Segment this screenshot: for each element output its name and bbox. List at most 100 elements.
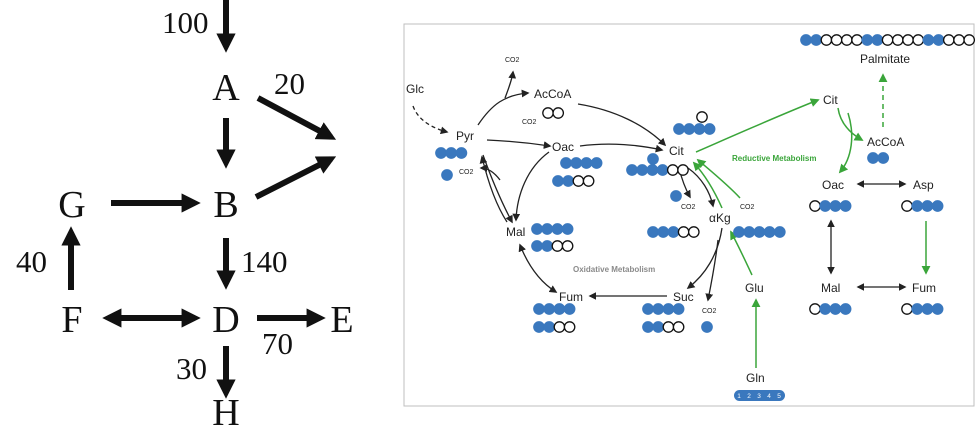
arrow-akg-suc	[686, 227, 723, 289]
isotope-row-cit-co2	[670, 190, 682, 202]
co2-label-suc: CO2	[702, 308, 717, 315]
arrow-pyr-oac	[486, 139, 552, 149]
labeled-carbon	[647, 226, 659, 238]
co2-label-cit-a: CO2	[681, 204, 696, 211]
unlabeled-carbon	[662, 321, 675, 333]
unlabeled-carbon	[902, 34, 914, 46]
labeled-carbon	[590, 157, 603, 169]
labeled-carbon	[763, 226, 776, 238]
unlabeled-carbon	[840, 34, 853, 46]
labeled-carbon	[877, 152, 890, 164]
labeled-carbon	[531, 240, 543, 252]
unlabeled-carbon	[572, 175, 585, 187]
isotope-labels	[435, 34, 976, 333]
isotope-row-accoa-right	[867, 152, 890, 164]
labeled-carbon	[693, 123, 706, 135]
arrow-cit-oac	[838, 112, 853, 174]
unlabeled-carbon	[953, 34, 965, 46]
co2-label-pyr: CO2	[459, 169, 474, 176]
labeled-carbon	[543, 321, 556, 333]
arrow-pyr-accoa	[477, 89, 530, 126]
pathway-panel: Glc Pyr AcCoA Oac Cit αKg Mal Fum Suc Gl…	[403, 23, 976, 407]
label-mal-left: Mal	[506, 225, 525, 239]
labeled-carbon	[646, 164, 659, 176]
labeled-carbon	[921, 200, 934, 212]
labeled-carbon	[455, 147, 468, 159]
gln-carbon-1: 1	[737, 393, 741, 400]
isotope-row-fum-right	[901, 303, 944, 315]
unlabeled-carbon	[901, 200, 913, 212]
unlabeled-carbon	[809, 200, 821, 212]
unlabeled-carbon	[912, 34, 925, 46]
flux-label-d-e: 70	[262, 326, 293, 361]
label-oac-left: Oac	[552, 140, 574, 154]
labeled-carbon	[683, 123, 696, 135]
isotope-row-akg-right	[733, 226, 786, 238]
arrow-cit-akg	[687, 167, 716, 208]
arrow-b-out	[254, 156, 337, 200]
labeled-carbon	[829, 303, 842, 315]
isotope-row-suc-a	[642, 303, 685, 315]
arrow-pyr-co2top	[504, 70, 517, 99]
label-palmitate: Palmitate	[860, 52, 910, 66]
unlabeled-carbon	[552, 107, 565, 119]
isotope-row-oac-right	[809, 200, 852, 212]
labeled-carbon	[647, 153, 659, 165]
gln-carbon-3: 3	[757, 393, 761, 400]
labeled-carbon	[911, 200, 924, 212]
node-d: D	[212, 299, 239, 341]
isotope-row-mal-left-b	[531, 240, 574, 252]
labeled-carbon	[580, 157, 593, 169]
labeled-carbon	[642, 303, 654, 315]
labeled-carbon	[563, 303, 576, 315]
labeled-carbon	[552, 175, 564, 187]
labeled-carbon	[541, 223, 554, 235]
unlabeled-carbon	[963, 34, 976, 46]
gln-carbon-2: 2	[747, 393, 751, 400]
label-gln: Gln	[746, 371, 765, 385]
arrow-glc-pyr	[412, 105, 449, 135]
labeled-carbon	[531, 223, 543, 235]
label-fum-right: Fum	[912, 281, 936, 295]
unlabeled-carbon	[553, 321, 566, 333]
node-a: A	[212, 67, 240, 109]
labeled-carbon	[667, 226, 680, 238]
arrow-co2-cit-rev	[696, 158, 741, 199]
unlabeled-carbon	[666, 164, 679, 176]
labeled-carbon	[733, 226, 745, 238]
gln-carbon-bar: 1 2 3 4 5	[734, 390, 785, 401]
labeled-carbon	[652, 321, 665, 333]
isotope-row-oac-left-a	[560, 157, 603, 169]
label-akg: αKg	[709, 211, 731, 225]
unlabeled-carbon	[942, 34, 955, 46]
labeled-carbon	[871, 34, 884, 46]
labeled-carbon	[703, 123, 716, 135]
unlabeled-carbon	[551, 240, 564, 252]
node-f: F	[61, 299, 82, 341]
flux-label-d: 140	[241, 244, 288, 279]
arrow-oac-cit	[579, 143, 664, 153]
isotope-row-mal-left-a	[531, 223, 574, 235]
labeled-carbon	[673, 123, 685, 135]
unlabeled-carbon	[687, 226, 700, 238]
flux-network: A B G D F E H 100 20 140 40 70 30	[16, 0, 354, 430]
labeled-carbon	[922, 34, 935, 46]
unlabeled-carbon	[696, 111, 708, 123]
unlabeled-carbon	[809, 303, 821, 315]
node-e: E	[330, 299, 353, 341]
isotope-row-oac-left-b	[552, 175, 595, 187]
isotope-row-asp	[901, 200, 944, 212]
label-asp: Asp	[913, 178, 934, 192]
isotope-row-cit-top-single	[696, 111, 708, 123]
isotope-row-suc-co2	[701, 321, 713, 333]
unlabeled-carbon	[677, 226, 690, 238]
co2-label-oac-branch: CO2	[522, 119, 537, 126]
isotope-row-akg-left	[647, 226, 700, 238]
node-g: G	[58, 184, 85, 226]
gln-carbon-4: 4	[767, 393, 771, 400]
labeled-carbon	[932, 34, 945, 46]
labeled-carbon	[435, 147, 447, 159]
labeled-carbon	[551, 223, 564, 235]
labeled-carbon	[867, 152, 879, 164]
labeled-carbon	[701, 321, 713, 333]
